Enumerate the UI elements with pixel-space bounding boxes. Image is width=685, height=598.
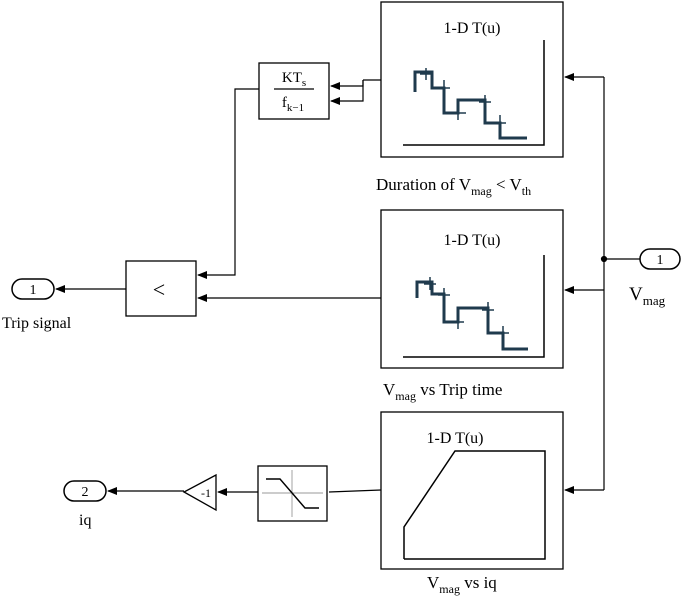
lookup-table-top[interactable]: 1-D T(u) [380,1,564,158]
outport-2-number: 2 [82,485,89,500]
inport-1-number: 1 [657,253,664,268]
caption-top: Duration of Vmag < Vth [376,175,531,198]
lookup-bot-curve [403,450,546,560]
inport-1[interactable]: 1 [639,248,681,270]
signal-lines [55,73,640,496]
lookup-bot-title: 1-D T(u) [426,430,483,447]
lookup-mid-title: 1-D T(u) [443,232,500,249]
lookup-top-axes [403,40,545,146]
gain-value: -1 [201,486,211,500]
lookup-table-mid[interactable]: 1-D T(u) [380,209,564,369]
lookup-top-breakpoints [420,68,506,130]
divide-denominator: fk−1 [282,95,304,114]
saturation-block[interactable] [257,465,328,522]
relational-operator-block[interactable]: < [125,260,197,317]
wire-top-to-divide-2 [330,80,364,105]
outport-2[interactable]: 2 [63,480,107,502]
lookup-mid-breakpoints [424,277,509,340]
outport-1-number: 1 [30,283,37,298]
wire-top-to-divide-1 [330,80,364,90]
lookup-mid-axes [403,255,545,358]
wire-bot-to-sat [328,489,382,493]
lookup-table-bot[interactable]: 1-D T(u) [380,411,564,570]
outport-2-label: iq [79,512,91,529]
gain-block[interactable]: -1 [182,473,217,512]
saturation-curve [266,478,319,509]
divide-numerator: KTs [282,70,306,89]
lookup-top-title: 1-D T(u) [443,20,500,37]
outport-1[interactable]: 1 [11,278,55,300]
caption-mid: Vmag vs Trip time [383,380,502,403]
wire-divide-to-compare [197,88,259,279]
outport-1-label: Trip signal [2,315,72,332]
inport-1-label: Vmag [629,284,666,308]
caption-bot: Vmag vs iq [427,573,497,596]
compare-symbol: < [153,277,165,302]
divide-block[interactable]: KTs fk−1 [258,62,330,120]
